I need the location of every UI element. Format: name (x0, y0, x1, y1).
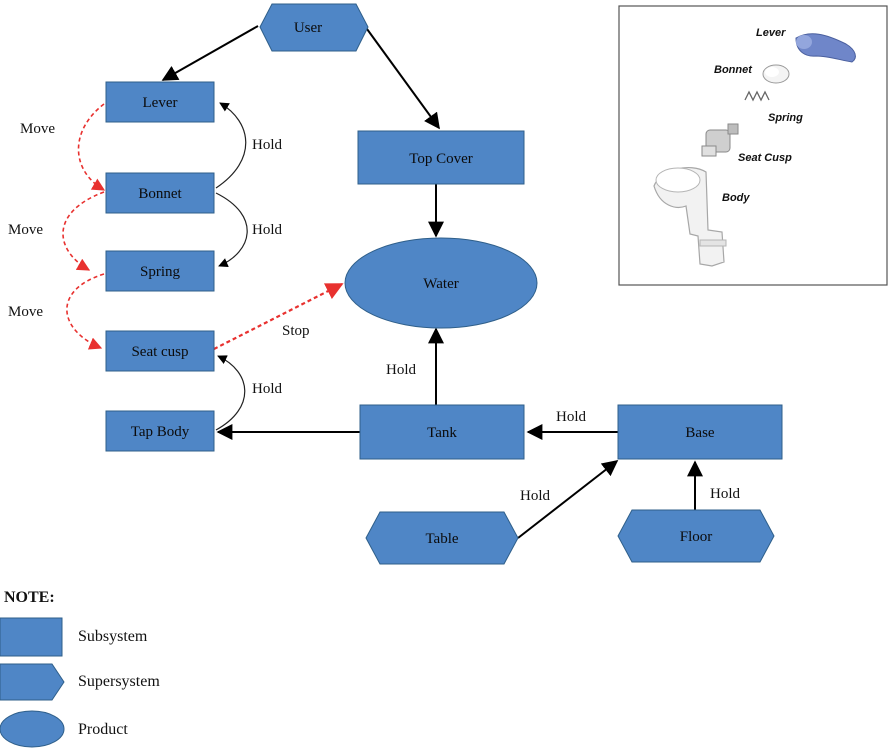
bonnet-part-icon (762, 64, 790, 84)
edge-table-base (517, 460, 619, 539)
label-stop-seat-water: Stop (282, 323, 310, 339)
label-hold-tapbody-seat: Hold (252, 381, 283, 397)
nodes: User Lever Bonnet Spring Seat cusp Tap B… (105, 3, 783, 565)
node-spring-label: Spring (140, 264, 181, 280)
label-move-bonnet-spring: Move (8, 222, 43, 238)
edge-user-lever (161, 25, 259, 81)
subsystem-shape (105, 330, 215, 372)
node-tank-label: Tank (427, 425, 457, 441)
subsystem-shape (105, 172, 215, 214)
edge-user-topcover (366, 28, 440, 130)
node-user: User (259, 3, 369, 52)
node-table: Table (365, 511, 519, 565)
node-table-label: Table (425, 531, 458, 547)
label-hold-table-base: Hold (520, 488, 551, 504)
node-top-cover: Top Cover (357, 130, 525, 185)
edges-hold-curves (215, 102, 248, 431)
inset-label-seat-cusp: Seat Cusp (738, 152, 792, 164)
node-lever: Lever (105, 81, 215, 123)
edge-seat-water-stop (213, 283, 344, 350)
subsystem-shape (357, 130, 525, 185)
label-hold-tank-water: Hold (386, 362, 417, 378)
label-hold-bonnet-spring: Hold (252, 222, 283, 238)
node-base-label: Base (685, 425, 715, 441)
node-user-label: User (294, 20, 322, 36)
label-move-lever-bonnet: Move (20, 121, 55, 137)
legend-supersystem-label: Supersystem (78, 673, 160, 690)
body-part-icon (653, 167, 727, 267)
inset-label-spring: Spring (768, 112, 803, 124)
legend-title: NOTE: (4, 589, 55, 606)
subsystem-shape (105, 250, 215, 292)
node-bonnet-label: Bonnet (138, 186, 182, 202)
legend-product-swatch (0, 710, 65, 748)
inset-label-bonnet: Bonnet (714, 64, 753, 76)
edge-spring-seat-move (66, 273, 105, 350)
legend: NOTE: Subsystem Supersystem Product (0, 589, 160, 748)
node-base: Base (617, 404, 783, 460)
label-hold-base-tank: Hold (556, 409, 587, 425)
node-floor: Floor (617, 509, 775, 563)
inset-label-body: Body (722, 192, 750, 204)
product-shape (344, 237, 538, 329)
node-tap-body-label: Tap Body (131, 424, 190, 440)
node-lever-label: Lever (143, 95, 178, 111)
node-tap-body: Tap Body (105, 410, 215, 452)
node-water: Water (344, 237, 538, 329)
node-water-label: Water (423, 276, 458, 292)
legend-subsystem-label: Subsystem (78, 628, 148, 645)
edges-solid (161, 25, 703, 539)
legend-product-label: Product (78, 721, 128, 738)
supersystem-shape (617, 509, 775, 563)
edge-lever-bonnet-move (77, 103, 106, 191)
edge-labels: Move Move Move Hold Hold Stop Hold Hold … (8, 121, 741, 504)
edge-bonnet-lever-hold (215, 102, 247, 189)
node-seat-cusp: Seat cusp (105, 330, 215, 372)
edge-tapbody-seat-hold (215, 355, 246, 431)
label-hold-floor-base: Hold (710, 486, 741, 502)
subsystem-shape (105, 410, 215, 452)
edge-bonnet-spring-move (62, 191, 105, 271)
subsystem-shape (617, 404, 783, 460)
node-floor-label: Floor (680, 529, 713, 545)
legend-subsystem-swatch (0, 617, 63, 657)
supersystem-shape (365, 511, 519, 565)
legend-supersystem-swatch (0, 663, 65, 701)
node-spring: Spring (105, 250, 215, 292)
inset-panel: Lever Bonnet Spring Seat Cusp Body (618, 5, 888, 286)
inset-label-lever: Lever (756, 27, 786, 39)
node-seat-cusp-label: Seat cusp (131, 344, 188, 360)
supersystem-shape (259, 3, 369, 52)
subsystem-shape (359, 404, 525, 460)
label-hold-bonnet-lever: Hold (252, 137, 283, 153)
node-tank: Tank (359, 404, 525, 460)
subsystem-shape (105, 81, 215, 123)
node-top-cover-label: Top Cover (409, 151, 473, 167)
lever-part-icon (795, 33, 856, 63)
edge-bonnet-spring-hold (215, 192, 248, 268)
label-move-spring-seat: Move (8, 304, 43, 320)
edges-dashed (62, 103, 344, 350)
node-bonnet: Bonnet (105, 172, 215, 214)
spring-part-icon (744, 90, 770, 102)
seat-cusp-part-icon (701, 123, 739, 157)
